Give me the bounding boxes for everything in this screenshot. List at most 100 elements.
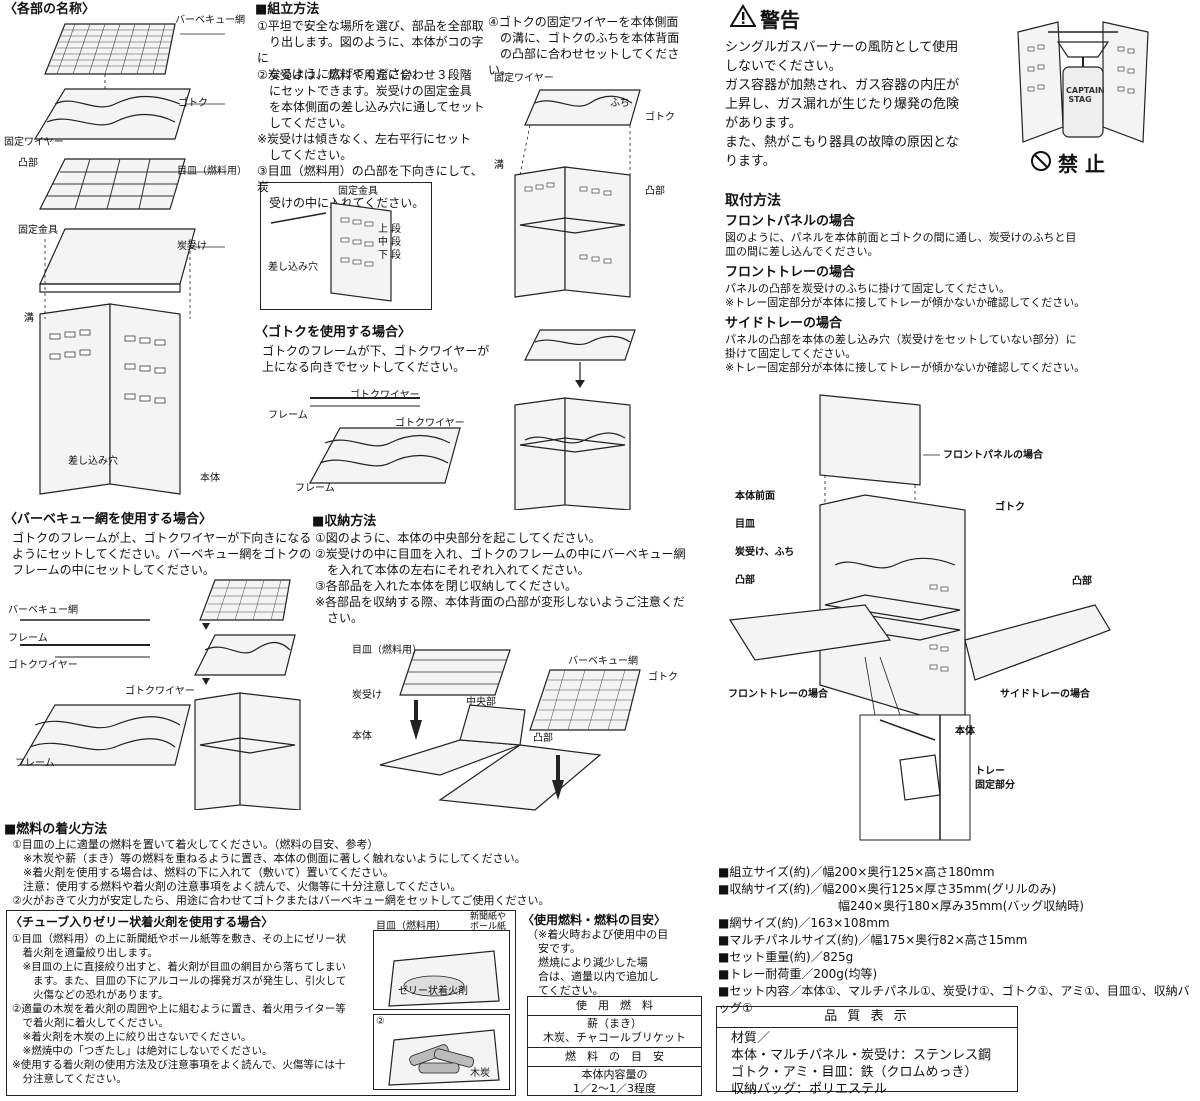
gel-box — [6, 910, 516, 1096]
ignition-text: ①目皿の上に適量の燃料を置いて着火してください。（燃料の目安、参考） ※木炭や薪… — [12, 838, 550, 907]
fuel-val-2: 本体内容量の 1／2～1／3程度 — [573, 1068, 656, 1095]
label-mount-convex-left: 凸部 — [735, 575, 755, 586]
label-step4-convex: 凸部 — [645, 186, 665, 197]
burner-windscreen-illustration — [1017, 21, 1149, 143]
specs-text: ■組立サイズ(約)／幅200×奥行125×高さ180mm ■収納サイズ(約)／幅… — [718, 865, 1190, 1015]
label-convex: 凸部 — [18, 158, 38, 169]
label-storage-net: バーベキュー網 — [568, 656, 638, 667]
label-grate: 目皿（燃料用） — [177, 166, 247, 177]
storage-title: ■収納方法 — [312, 514, 377, 529]
gel-illustration-1 — [373, 930, 510, 1010]
label-front-tray: フロントトレーの場合 — [728, 689, 828, 700]
label-bbq-net: バーベキュー網 — [175, 15, 245, 26]
label-gel-step2: ② — [376, 1016, 385, 1027]
assembly-step-note: ※炭受けは傾きなく、左右平行にセット してください。 — [257, 132, 472, 162]
label-bbq-frame-2: フレーム — [15, 758, 55, 769]
warning-title: 警告 — [760, 8, 800, 32]
mounting-sec3-head: サイドトレーの場合 — [725, 316, 843, 331]
mounting-diagram — [728, 394, 1111, 841]
label-storage-body: 本体 — [352, 731, 372, 742]
label-gel-agent: ゼリー状着火剤 — [398, 986, 468, 997]
gotoku-use-text: ゴトクのフレームが下、ゴトクワイヤーが 上になる向きでセットしてください。 — [262, 344, 490, 374]
fuel-note: （※着火時および使用中の目 安です。 燃焼により減少した場 合は、適量以内で追加… — [527, 928, 669, 997]
label-bbq-net-2: バーベキュー網 — [8, 605, 78, 616]
assembly-step-1: ①平坦で安全な場所を選び、部品を全部取 り出します。図のように、本体がコの字に … — [257, 19, 484, 81]
label-fixed-wire: 固定ワイヤー — [4, 137, 64, 148]
label-step4-gotoku: ゴトク — [645, 112, 675, 123]
label-mount-grate: 目皿 — [735, 519, 755, 530]
label-fixed-bracket: 固定金具 — [18, 225, 58, 236]
label-slot: 差し込み穴 — [68, 456, 118, 467]
label-storage-charcoal-tray: 炭受け — [352, 690, 382, 701]
label-gel-charcoal: 木炭 — [470, 1068, 490, 1079]
label-tray-fix: トレー 固定部分 — [975, 766, 1015, 791]
label-gotoku-wire-2: ゴトクワイヤー — [395, 418, 465, 429]
label-body: 本体 — [200, 473, 220, 484]
mounting-sec3-body: パネルの凸部を本体の差し込み穴（炭受けをセットしていない部分）に 掛けて固定して… — [725, 333, 1086, 374]
bbq-use-title: 〈バーベキュー網を使用する場合〉 — [4, 512, 213, 527]
bbq-use-text: ゴトクのフレームが上、ゴトクワイヤーが下向きになる ようにセットしてください。バ… — [12, 531, 312, 577]
gotoku-use-title: 〈ゴトクを使用する場合〉 — [255, 325, 412, 340]
label-body-front: 本体前面 — [735, 491, 775, 502]
label-bbq-wire-2: ゴトクワイヤー — [125, 686, 195, 697]
mounting-sec1-head: フロントパネルの場合 — [725, 214, 856, 229]
bbq-use-diagram — [18, 579, 301, 810]
label-gel-paper: 新聞紙や ボール紙 — [470, 912, 507, 932]
quality-title: 品 質 表 示 — [717, 1007, 1017, 1028]
label-storage-center: 中央部 — [466, 697, 496, 708]
mounting-title: 取付方法 — [725, 193, 781, 209]
mounting-sec1-body: 図のように、パネルを本体前面とゴトクの間に通し、炭受けのふちと目 皿の間に差し込… — [725, 231, 1077, 258]
storage-diagram — [379, 649, 641, 811]
gel-title: 〈チューブ入りゼリー状着火剤を使用する場合〉 — [10, 915, 274, 929]
parts-title: 〈各部の名称〉 — [4, 2, 96, 17]
prohibited-icon — [1031, 151, 1051, 171]
assembly-step-2: ②炭受けは、燃料や用途に合わせ３段階 にセットできます。炭受けの固定金具 を本体… — [257, 68, 485, 130]
fuel-head-2: 燃 料 の 目 安 — [528, 1048, 701, 1067]
label-fixed-bracket-detail: 固定金具 — [338, 186, 378, 197]
step4-diagram — [514, 89, 641, 298]
fuel-table: 使 用 燃 料 薪（まき） 木炭、チャコールブリケット 燃 料 の 目 安 本体… — [527, 996, 702, 1096]
label-mount-body: 本体 — [955, 726, 975, 737]
parts-exploded-diagram — [33, 23, 225, 495]
label-frame: フレーム — [268, 410, 308, 421]
quality-box: 品 質 表 示 材質／ 本体・マルチパネル・炭受け：ステンレス鋼 ゴトク・アミ・… — [716, 1006, 1018, 1097]
gotoku-use-diagram — [308, 397, 461, 484]
canister-brand: CAPTAIN STAG — [1066, 86, 1105, 104]
label-bbq-wire: ゴトクワイヤー — [8, 660, 78, 671]
label-mount-gotoku: ゴトク — [995, 502, 1025, 513]
label-gotoku-wire: ゴトクワイヤー — [350, 390, 420, 401]
label-side-tray: サイドトレーの場合 — [1000, 689, 1090, 700]
warning-text: シングルガスバーナーの風防として使用 しないでください。 ガス容器が加熱され、ガ… — [725, 40, 960, 169]
mounting-sec2-body: パネルの凸部を炭受けのふちに掛けて固定してください。 ※トレー固定部分が本体に接… — [725, 282, 1086, 309]
label-bbq-frame: フレーム — [8, 633, 48, 644]
label-frame-2: フレーム — [295, 483, 335, 494]
mounting-sec2-head: フロントトレーの場合 — [725, 265, 856, 280]
fuel-title: 〈使用燃料・燃料の目安〉 — [522, 913, 667, 927]
step4-gotoku-set-diagram — [514, 329, 636, 510]
fuel-head-1: 使 用 燃 料 — [528, 997, 701, 1016]
label-front-panel: フロントパネルの場合 — [943, 450, 1043, 461]
label-charcoal-tray: 炭受け — [177, 241, 207, 252]
ignition-title: ■燃料の着火方法 — [4, 822, 108, 837]
storage-steps: ①図のように、本体の中央部分を起こしてください。 ②炭受けの中に目皿を入れ、ゴト… — [315, 531, 686, 625]
gel-illustration-2 — [373, 1014, 510, 1090]
label-groove: 溝 — [24, 313, 34, 324]
label-gotoku: ゴトク — [178, 98, 208, 109]
step4-text: ④ゴトクの固定ワイヤーを本体側面 の溝に、ゴトクのふちを本体背面 の凸部に合わせ… — [488, 15, 680, 77]
label-slot-detail: 差し込み穴 — [268, 262, 318, 273]
label-storage-gotoku: ゴトク — [648, 672, 678, 683]
label-step4-edge: ふち — [610, 98, 630, 109]
fuel-val-1: 薪（まき） 木炭、チャコールブリケット — [528, 1016, 701, 1048]
label-step4-fixed-wire: 固定ワイヤー — [494, 73, 554, 84]
assembly-title: ■組立方法 — [255, 2, 320, 17]
label-gel-grate: 目皿（燃料用） — [376, 921, 446, 932]
quality-text: 材質／ 本体・マルチパネル・炭受け：ステンレス鋼 ゴトク・アミ・目皿：鉄（クロム… — [731, 1031, 992, 1097]
gel-text: ①目皿（燃料用）の上に新聞紙やボール紙等を敷き、その上にゼリー状 着火剤を適量絞… — [12, 933, 347, 1085]
label-storage-grate: 目皿（燃料用） — [352, 645, 422, 656]
label-tray-edge: 炭受け、ふち — [735, 547, 795, 558]
assembly-detail-box — [260, 182, 432, 310]
label-storage-convex: 凸部 — [533, 733, 553, 744]
label-mount-convex-right: 凸部 — [1072, 576, 1092, 587]
label-step4-groove: 溝 — [494, 160, 504, 171]
label-lower: 下 段 — [378, 250, 402, 261]
